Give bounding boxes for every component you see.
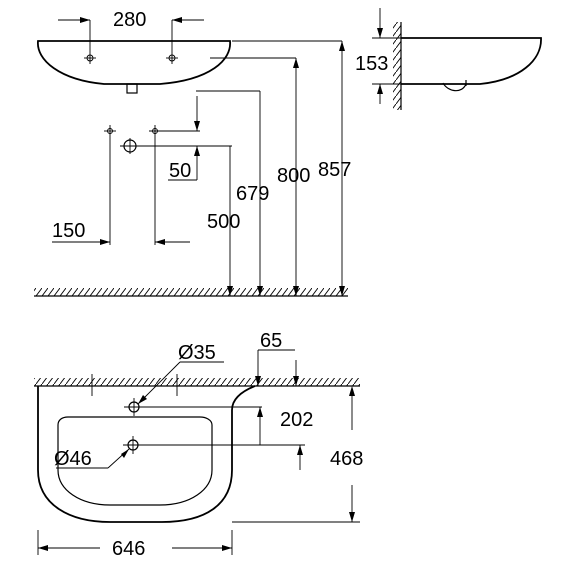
side-elevation: 153 <box>355 8 542 110</box>
dim-500-label: 500 <box>207 211 240 233</box>
drain-stub <box>126 83 138 94</box>
basin-plan-inner <box>57 416 213 506</box>
dim-468-label: 468 <box>330 448 363 470</box>
dim-679-label: 679 <box>236 183 269 205</box>
dim-50-label: 50 <box>169 160 191 182</box>
dim-857-label: 857 <box>318 159 351 181</box>
dim-65-label: 65 <box>260 330 282 352</box>
basin-front-outline <box>37 40 231 85</box>
dim-800-label: 800 <box>277 165 310 187</box>
dim-35-label: Ø35 <box>178 342 216 364</box>
dim-280-label: 280 <box>113 9 146 31</box>
dim-46-label: Ø46 <box>54 448 92 470</box>
wall-hatching <box>393 22 401 110</box>
basin-side-drain <box>442 82 467 92</box>
basin-plan-outer <box>37 385 256 523</box>
front-elevation: 280 50 150 500 679 <box>34 9 351 297</box>
floor-hatching <box>34 288 348 296</box>
dim-153-label: 153 <box>355 53 388 75</box>
basin-side-outline <box>401 37 542 85</box>
plan-wall-hatching <box>34 378 360 386</box>
plan-view: Ø35 Ø46 65 202 468 6 <box>34 330 363 560</box>
dim-150-label: 150 <box>52 220 85 242</box>
dim-646-label: 646 <box>112 538 145 560</box>
dim-202-label: 202 <box>280 409 313 431</box>
